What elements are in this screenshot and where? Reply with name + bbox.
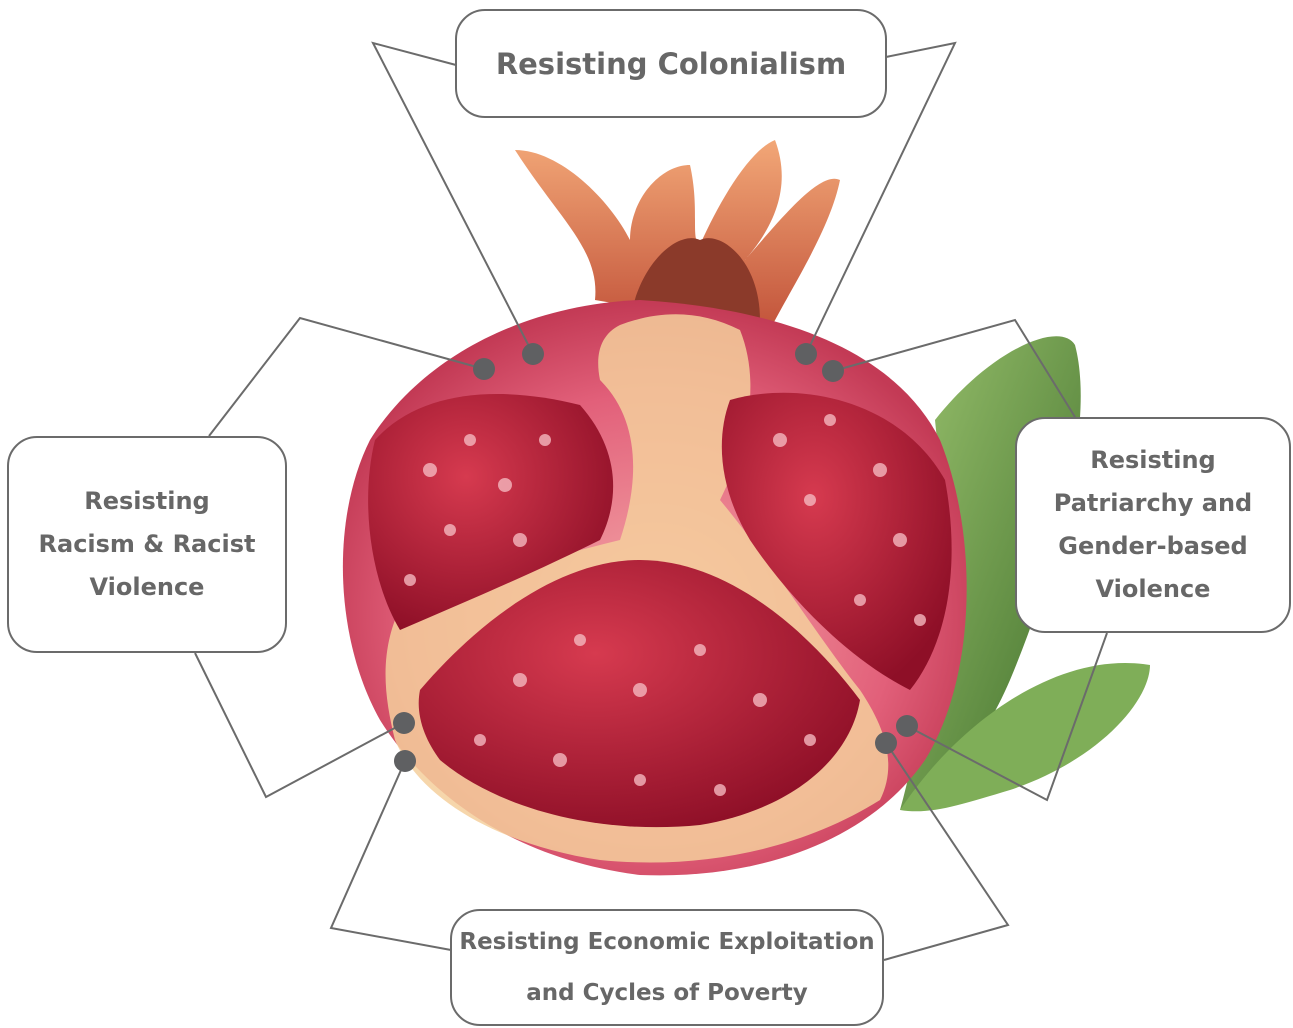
dot-economic-right — [875, 732, 897, 754]
label-economic: Resisting Economic Exploitation and Cycl… — [459, 917, 874, 1019]
pomegranate-fruit — [343, 300, 967, 875]
dot-patriarchy-bottom — [896, 715, 918, 737]
label-box-racism: Resisting Racism & Racist Violence — [7, 436, 287, 653]
pomegranate-crown — [515, 140, 840, 330]
dot-patriarchy-top — [822, 360, 844, 382]
dot-colonialism-right — [795, 343, 817, 365]
dot-racism-top — [473, 358, 495, 380]
label-patriarchy: Resisting Patriarchy and Gender-based Vi… — [1054, 439, 1252, 611]
dot-economic-left — [394, 750, 416, 772]
label-box-colonialism: Resisting Colonialism — [455, 9, 887, 118]
label-colonialism: Resisting Colonialism — [496, 47, 846, 81]
label-box-patriarchy: Resisting Patriarchy and Gender-based Vi… — [1015, 417, 1291, 633]
dot-colonialism-left — [522, 343, 544, 365]
label-box-economic: Resisting Economic Exploitation and Cycl… — [450, 909, 884, 1026]
label-racism: Resisting Racism & Racist Violence — [39, 480, 256, 609]
dot-racism-bottom — [393, 712, 415, 734]
